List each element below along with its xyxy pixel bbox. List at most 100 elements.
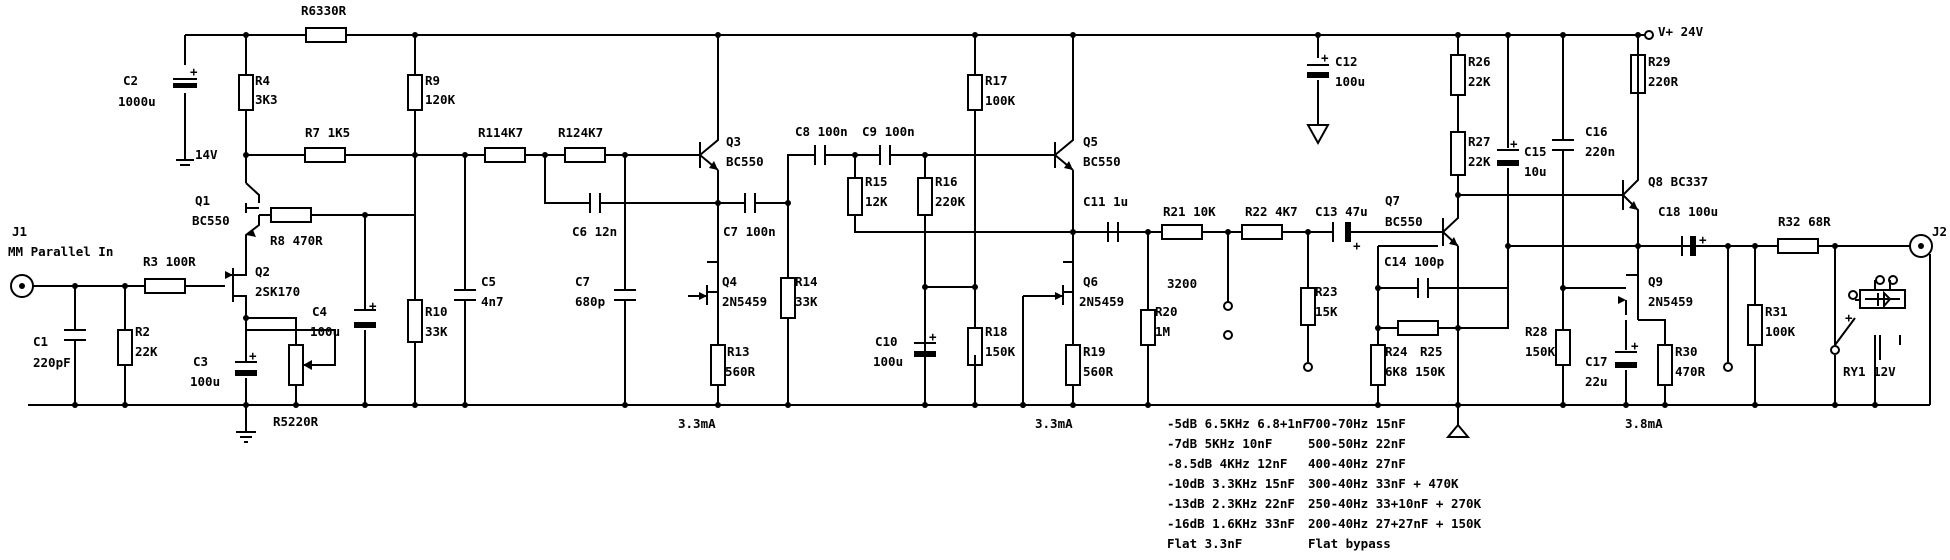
resistor-r16 [917, 177, 933, 216]
eq-table-left: -5dB 6.5KHz 6.8+1nF -7dB 5KHz 10nF -8.5d… [1167, 416, 1310, 551]
label-r10-value: 33K [425, 324, 448, 339]
label-r17: R17 [985, 73, 1008, 88]
connector-j2 [1909, 234, 1933, 258]
capacitor-c8 [814, 145, 826, 165]
label-q9-value: 2N5459 [1648, 294, 1693, 309]
label-current-1: 3.3mA [678, 416, 716, 431]
label-q1: Q1 [195, 193, 210, 208]
resistor-r14 [780, 277, 796, 319]
label-c3: C3 [193, 354, 208, 369]
resistor-r24 [1370, 344, 1386, 386]
resistor-r17 [967, 74, 983, 111]
label-r17-value: 100K [985, 93, 1016, 108]
label-r12: R124K7 [558, 125, 603, 140]
label-c5: C5 [481, 274, 496, 289]
label-r15-value: 12K [865, 194, 888, 209]
label-r3: R3 100R [143, 254, 196, 269]
label-c1: C1 [33, 334, 48, 349]
resistor-r32 [1777, 238, 1819, 254]
label-q3: Q3 [726, 134, 741, 149]
label-r14: R14 [795, 274, 818, 289]
label-r16: R16 [935, 174, 958, 189]
svg-text:+: + [190, 64, 198, 79]
label-c12-value: 100u [1335, 74, 1365, 89]
table-right-row: 300-40Hz 33nF + 470K [1308, 476, 1459, 491]
label-q2: Q2 [255, 264, 270, 279]
relay-coil [1859, 289, 1906, 309]
resistor-r31 [1747, 304, 1763, 346]
label-r16-value: 220K [935, 194, 966, 209]
label-c2: C2 [123, 73, 138, 88]
label-r24-value: 6K8 150K [1385, 364, 1446, 379]
label-3200: 3200 [1167, 276, 1197, 291]
label-r11: R114K7 [478, 125, 523, 140]
resistor-r25 [1397, 320, 1439, 336]
label-c3-value: 100u [190, 374, 220, 389]
resistor-r4 [238, 74, 254, 111]
resistor-r11 [484, 147, 526, 163]
label-r20: R20 [1155, 304, 1178, 319]
label-r29-value: 220R [1648, 74, 1679, 89]
label-c14: C14 100p [1384, 254, 1444, 269]
label-q4-value: 2N5459 [722, 294, 767, 309]
resistor-r3 [144, 278, 186, 294]
label-vplus: V+ 24V [1658, 24, 1704, 39]
resistor-r5 [288, 344, 304, 386]
label-current-2: 3.3mA [1035, 416, 1073, 431]
label-r30-value: 470R [1675, 364, 1706, 379]
vplus-terminal [1644, 30, 1654, 40]
label-r27: R27 [1468, 134, 1491, 149]
capacitor-c9 [879, 145, 891, 165]
resistor-r21 [1161, 224, 1203, 240]
capacitor-c16 [1552, 139, 1574, 151]
table-left-row: -13dB 2.3KHz 22nF [1167, 496, 1295, 511]
label-r9: R9 [425, 73, 440, 88]
label-r23: R23 [1315, 284, 1338, 299]
resistor-r20 [1140, 309, 1156, 346]
label-ry1: RY1 12V [1843, 364, 1896, 379]
capacitor-c7b [744, 193, 756, 213]
svg-text:+: + [369, 298, 377, 313]
svg-text:+: + [249, 348, 257, 363]
resistor-r10 [407, 299, 423, 343]
label-c10-value: 100u [873, 354, 903, 369]
label-q1-value: BC550 [192, 213, 230, 228]
resistor-r29 [1630, 54, 1646, 94]
label-r18-value: 150K [985, 344, 1016, 359]
capacitor-c6 [589, 193, 601, 213]
label-r6: R6330R [301, 3, 347, 18]
table-left-row: -10dB 3.3KHz 15nF [1167, 476, 1295, 491]
label-c18: C18 100u [1658, 204, 1718, 219]
label-r2-value: 22K [135, 344, 158, 359]
svg-text:+: + [1321, 50, 1329, 65]
label-r7: R7 1K5 [305, 125, 350, 140]
table-right-row: 400-40Hz 27nF [1308, 456, 1406, 471]
resistor-r27 [1450, 131, 1466, 176]
label-r31: R31 [1765, 304, 1788, 319]
label-c7a: C7 [575, 274, 590, 289]
label-14v: 14V [195, 147, 218, 162]
label-r13-value: 560R [725, 364, 756, 379]
label-c5-value: 4n7 [481, 294, 504, 309]
table-left-row: Flat 3.3nF [1167, 536, 1242, 551]
label-q2-value: 2SK170 [255, 284, 300, 299]
resistor-r22 [1241, 224, 1283, 240]
label-q7: Q7 [1385, 193, 1400, 208]
label-r29: R29 [1648, 54, 1671, 69]
label-r23-value: 15K [1315, 304, 1338, 319]
resistor-r8 [270, 207, 312, 223]
resistor-r19 [1065, 344, 1081, 386]
resistor-r6 [305, 27, 347, 43]
label-j1-value: MM Parallel In [8, 244, 113, 259]
label-r10: R10 [425, 304, 448, 319]
svg-text:+: + [1353, 238, 1361, 253]
label-c17: C17 [1585, 354, 1608, 369]
label-r5: R5220R [273, 414, 319, 429]
label-j1: J1 [12, 224, 27, 239]
polarity-marks: + + + + + + + + + + [190, 50, 1853, 363]
label-r28-value: 150K [1525, 344, 1556, 359]
label-c16: C16 [1585, 124, 1608, 139]
label-r28: R28 [1525, 324, 1548, 339]
label-q5: Q5 [1083, 134, 1098, 149]
connector-j1 [10, 274, 34, 298]
